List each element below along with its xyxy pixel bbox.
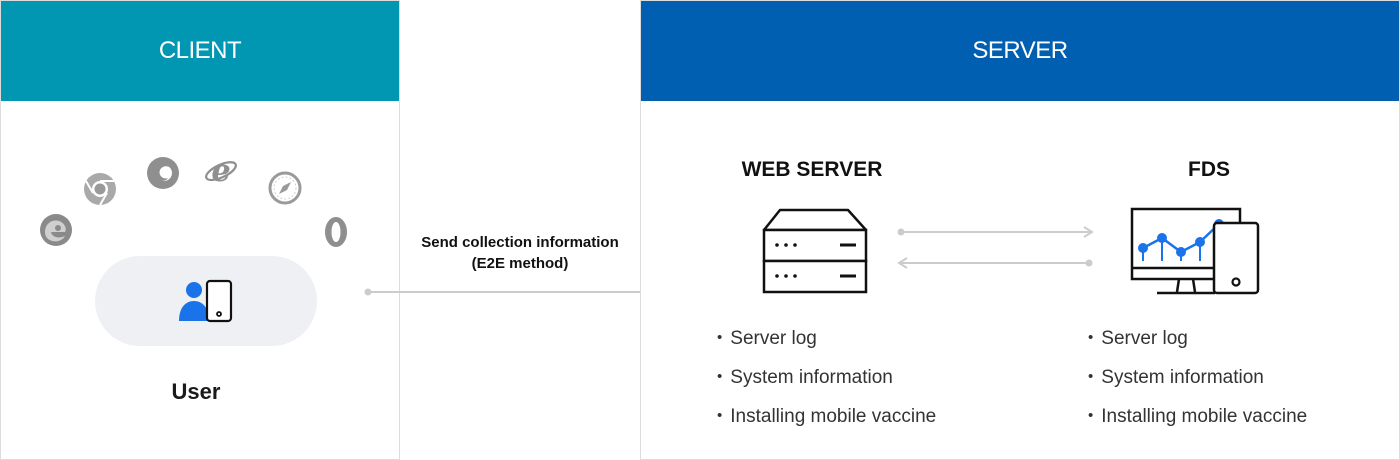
firefox-icon [147,157,179,189]
web-server-title: WEB SERVER [741,158,883,181]
user-pill [95,256,317,346]
fds-info-list: Server log System information Installing… [1088,319,1307,436]
fds-to-web-arrow [897,257,1093,269]
ie-icon: e [205,155,237,189]
list-item: Installing mobile vaccine [717,397,936,436]
server-panel: SERVER WEB SERVER Server log System info… [640,0,1400,460]
list-item: Server log [717,319,936,358]
web-server-icon [762,208,868,294]
user-device-icon [179,279,233,323]
svg-text:e: e [211,155,230,189]
web-server-info-list: Server log System information Installing… [717,319,936,436]
fds-title: FDS [1188,158,1230,181]
list-item: System information [1088,358,1307,397]
opera-icon [325,217,347,247]
list-item: Server log [1088,319,1307,358]
chrome-icon [84,173,116,206]
safari-icon [268,171,302,205]
fds-monitor-icon [1130,207,1260,295]
server-header: SERVER [641,1,1399,101]
user-label: User [171,379,221,404]
client-header: CLIENT [1,1,399,101]
list-item: System information [717,358,936,397]
edge-icon [40,214,72,246]
connector-label-line2: (E2E method) [471,255,569,272]
list-item: Installing mobile vaccine [1088,397,1307,436]
connector-label: Send collection information (E2E method) [400,232,640,274]
client-panel: CLIENT e User [0,0,400,460]
web-to-fds-arrow [897,226,1094,238]
client-to-server-arrow [364,286,675,298]
connector-label-line1: Send collection information [421,234,619,251]
